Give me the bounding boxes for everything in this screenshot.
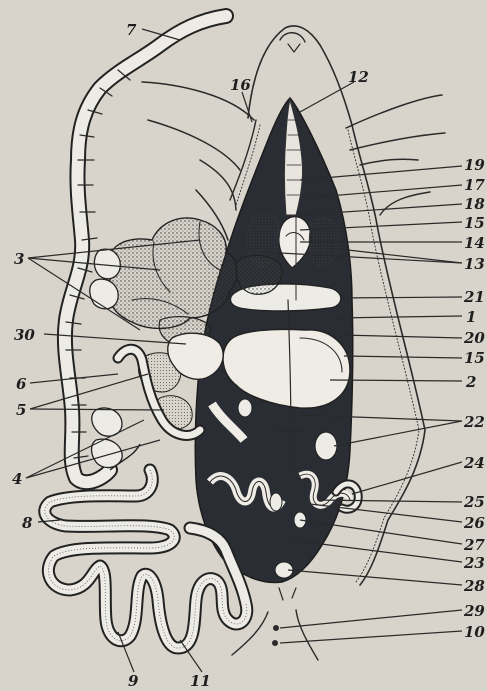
label-12: 12 (348, 68, 369, 86)
label-20: 20 (463, 329, 485, 347)
label-15b: 15 (464, 349, 485, 367)
label-17: 17 (464, 176, 485, 194)
label-3: 3 (14, 250, 24, 268)
label-4: 4 (12, 470, 22, 488)
label-10: 10 (464, 623, 485, 641)
label-16: 16 (230, 76, 251, 94)
label-11: 11 (190, 672, 211, 690)
label-15: 15 (464, 214, 485, 232)
label-1: 1 (466, 308, 476, 326)
label-9: 9 (128, 672, 139, 690)
label-26: 26 (463, 514, 485, 532)
label-6: 6 (16, 375, 27, 393)
label-24: 24 (463, 454, 485, 472)
label-19: 19 (464, 156, 485, 174)
label-8: 8 (22, 514, 33, 532)
label-27: 27 (463, 536, 485, 554)
label-22: 22 (463, 413, 485, 431)
label-7: 7 (126, 21, 137, 39)
label-18: 18 (464, 195, 485, 213)
label-30: 30 (14, 326, 35, 344)
label-13: 13 (464, 255, 485, 273)
label-23: 23 (463, 554, 485, 572)
label-21: 21 (463, 288, 485, 306)
label-14: 14 (464, 234, 485, 252)
label-25: 25 (463, 493, 485, 511)
label-29: 29 (463, 602, 485, 620)
label-28: 28 (463, 577, 485, 595)
label-2: 2 (465, 373, 476, 391)
label-5: 5 (16, 401, 26, 419)
